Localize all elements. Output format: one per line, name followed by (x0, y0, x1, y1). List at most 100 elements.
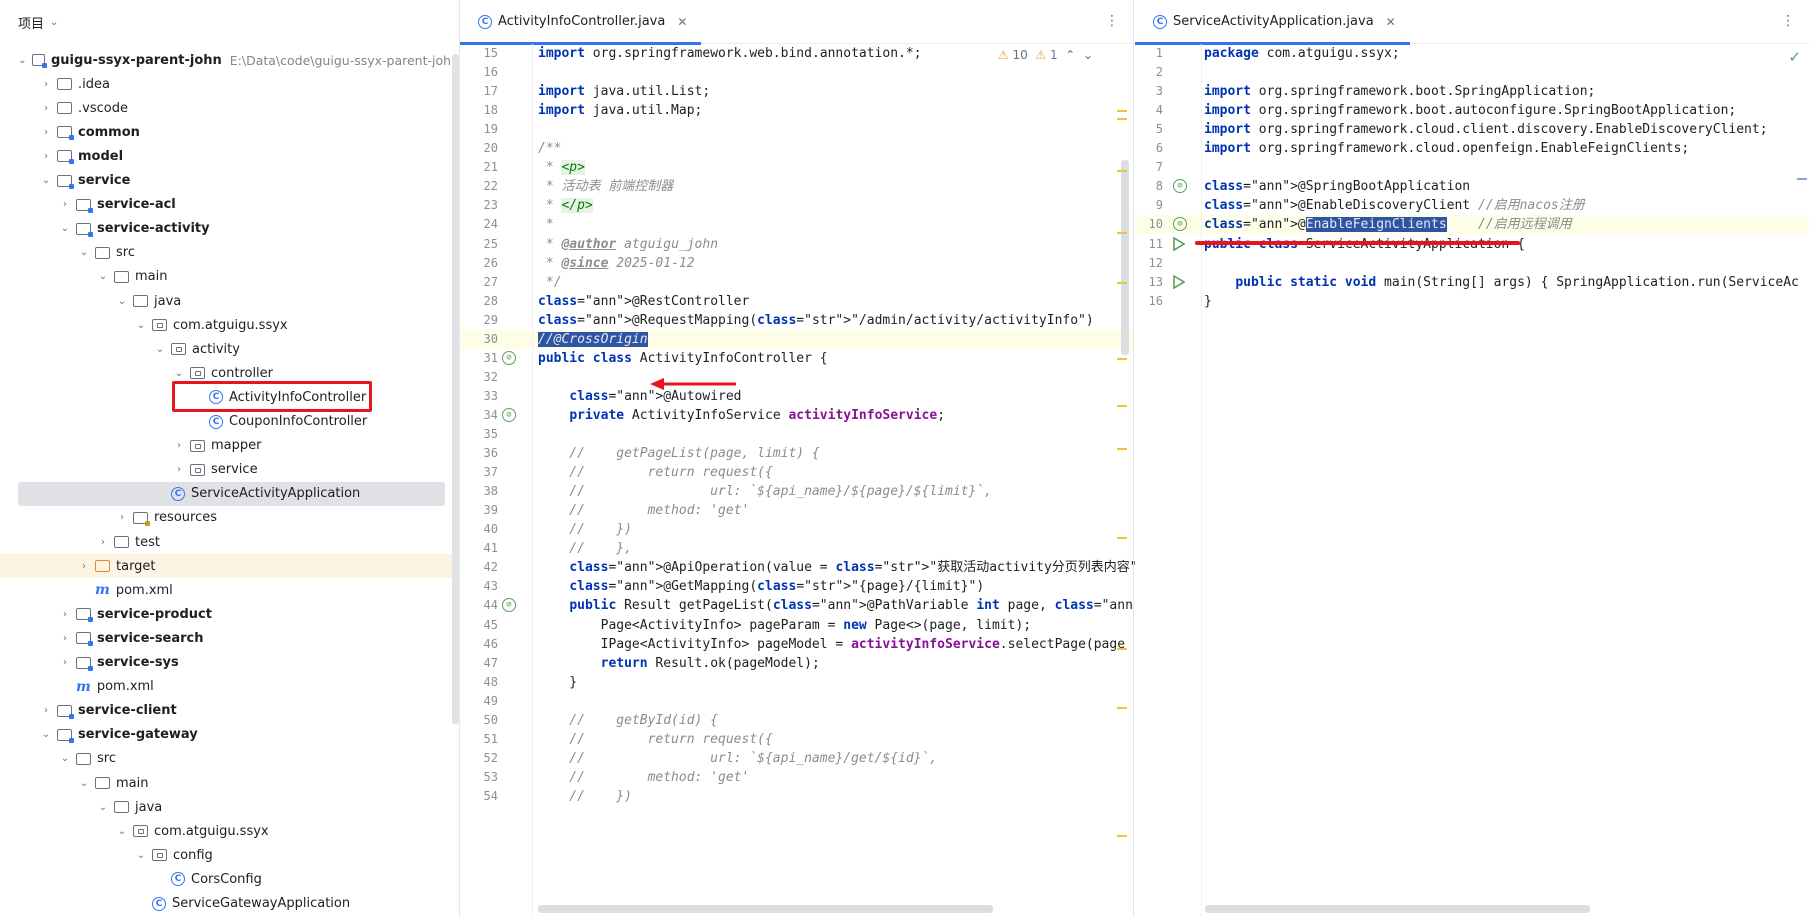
error-stripe-mark[interactable] (1117, 232, 1127, 234)
line-number[interactable]: 1 (1155, 46, 1163, 60)
chevron-down-icon[interactable]: ⌄ (98, 271, 108, 283)
chevron-right-icon[interactable]: › (63, 608, 67, 620)
tree-item--vscode[interactable]: ›.vscode (0, 96, 459, 120)
line-number[interactable]: 15 (483, 46, 498, 60)
chevron-right-icon[interactable]: › (101, 536, 105, 548)
tree-item-mapper[interactable]: ›mapper (0, 434, 459, 458)
line-number[interactable]: 3 (1155, 84, 1163, 99)
line-number[interactable]: 4 (1155, 103, 1163, 118)
chevron-right-icon[interactable]: › (177, 440, 181, 452)
chevron-down-icon[interactable]: ⌄ (1082, 48, 1093, 62)
chevron-down-icon[interactable]: ⌄ (50, 16, 59, 28)
tree-item-model[interactable]: ›model (0, 144, 459, 168)
line-number[interactable]: 43 (483, 579, 498, 594)
more-options-icon[interactable]: ⋮ (1781, 13, 1795, 29)
close-icon[interactable]: ✕ (677, 14, 688, 29)
chevron-right-icon[interactable]: › (44, 126, 48, 138)
code-line[interactable]: 50 // getById(id) { (460, 711, 1133, 730)
code-line[interactable]: 44⊘ public Result getPageList(class="ann… (460, 596, 1313, 615)
code-line[interactable]: 41 // }, (460, 539, 1133, 558)
code-line[interactable]: 31⊘public class ActivityInfoController { (460, 349, 1133, 368)
line-number[interactable]: 51 (483, 731, 498, 746)
code-line[interactable]: 33 class="ann">@Autowired (460, 387, 1133, 406)
tab-activity-info-controller[interactable]: C ActivityInfoController.java ✕ (460, 0, 702, 45)
run-gutter-icon[interactable] (1173, 236, 1185, 251)
chevron-right-icon[interactable]: › (177, 464, 181, 476)
chevron-down-icon[interactable]: ⌄ (60, 753, 70, 765)
line-number[interactable]: 29 (483, 312, 498, 327)
line-number[interactable]: 2 (1155, 65, 1163, 80)
error-stripe-mark[interactable] (1117, 170, 1127, 172)
code-line[interactable]: 7 (1135, 158, 1809, 177)
tree-item-main[interactable]: ⌄main (0, 771, 459, 795)
code-line[interactable]: 32 (460, 368, 1133, 387)
error-stripe-mark[interactable] (1117, 537, 1127, 539)
chevron-down-icon[interactable]: ⌄ (155, 343, 165, 355)
tree-item-service-acl[interactable]: ›service-acl (0, 193, 459, 217)
line-number[interactable]: 25 (483, 236, 498, 251)
code-line[interactable]: 20/** (460, 139, 1133, 158)
chevron-down-icon[interactable]: ⌄ (117, 825, 127, 837)
line-number[interactable]: 20 (483, 141, 498, 156)
tree-item-common[interactable]: ›common (0, 120, 459, 144)
tree-item-service-activity[interactable]: ⌄service-activity (0, 217, 459, 241)
tree-item-service-search[interactable]: ›service-search (0, 626, 459, 650)
line-number[interactable]: 53 (483, 769, 498, 784)
line-number[interactable]: 44 (483, 598, 498, 613)
vertical-scrollbar[interactable] (1121, 160, 1129, 355)
line-number[interactable]: 10 (1148, 217, 1163, 232)
horizontal-scrollbar[interactable] (1205, 905, 1590, 913)
line-number[interactable]: 32 (483, 369, 498, 384)
error-stripe-mark[interactable] (1117, 405, 1127, 407)
error-stripe-mark[interactable] (1117, 358, 1127, 360)
code-line[interactable]: 35 (460, 425, 1133, 444)
tree-item-src[interactable]: ⌄src (0, 241, 459, 265)
tab-service-activity-application[interactable]: C ServiceActivityApplication.java ✕ (1135, 0, 1410, 45)
chevron-down-icon[interactable]: ⌄ (117, 295, 127, 307)
code-line[interactable]: 16 (460, 63, 1133, 82)
line-number[interactable]: 6 (1155, 141, 1163, 156)
line-number[interactable]: 41 (483, 541, 498, 556)
code-line[interactable]: 45 Page<ActivityInfo> pageParam = new Pa… (460, 616, 1133, 635)
code-line[interactable]: 25 * @author atguigu_john (460, 235, 1133, 254)
tree-item-service-gateway[interactable]: ⌄service-gateway (0, 723, 459, 747)
tree-item-service[interactable]: ›service (0, 458, 459, 482)
line-number[interactable]: 22 (483, 179, 498, 194)
line-number[interactable]: 39 (483, 503, 498, 518)
code-line[interactable]: 39 // method: 'get' (460, 501, 1133, 520)
tree-item-service[interactable]: ⌄service (0, 169, 459, 193)
spring-bean-gutter-icon[interactable]: ⊘ (1173, 179, 1187, 194)
error-stripe-mark[interactable] (1797, 178, 1807, 180)
chevron-right-icon[interactable]: › (63, 199, 67, 211)
chevron-up-icon[interactable]: ⌃ (1065, 48, 1076, 62)
tree-item-controller[interactable]: ⌄controller (0, 361, 459, 385)
tree-item--idea[interactable]: ›.idea (0, 72, 459, 96)
close-icon[interactable]: ✕ (1385, 14, 1396, 29)
code-line[interactable]: 47 return Result.ok(pageModel); (460, 654, 1133, 673)
line-number[interactable]: 11 (1148, 236, 1163, 251)
chevron-right-icon[interactable]: › (44, 150, 48, 162)
chevron-down-icon[interactable]: ⌄ (79, 777, 89, 789)
line-number[interactable]: 23 (483, 198, 498, 213)
horizontal-scrollbar[interactable] (538, 905, 993, 913)
chevron-down-icon[interactable]: ⌄ (98, 801, 108, 813)
line-number[interactable]: 8 (1155, 179, 1163, 194)
line-number[interactable]: 17 (483, 84, 498, 99)
chevron-right-icon[interactable]: › (63, 657, 67, 668)
line-number[interactable]: 19 (483, 122, 498, 137)
line-number[interactable]: 45 (483, 617, 498, 632)
code-line[interactable]: 2 (1135, 63, 1809, 82)
code-line[interactable]: 21 * <p> (460, 158, 1133, 177)
